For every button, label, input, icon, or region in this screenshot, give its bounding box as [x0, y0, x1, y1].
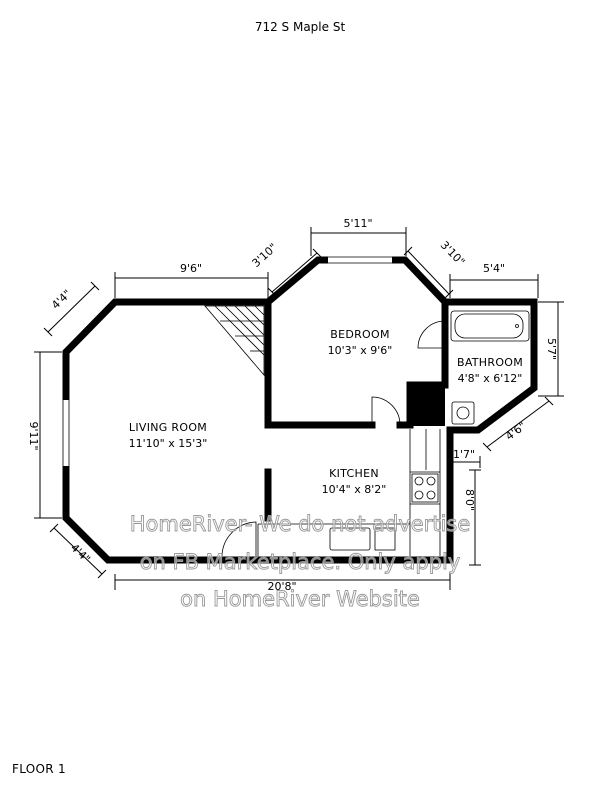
bedroom-name: BEDROOM [330, 328, 390, 341]
living-room-size: 11'10" x 15'3" [129, 437, 208, 450]
dimension-lines [34, 227, 564, 590]
kitchen-name: KITCHEN [329, 467, 379, 480]
dim-diag-left-top: 3'10" [249, 241, 279, 270]
bedroom-size: 10'3" x 9'6" [328, 344, 393, 357]
dim-bedroom-top: 5'11" [343, 217, 372, 230]
closet-block [410, 385, 445, 426]
dim-diag-right-top: 3'10" [438, 239, 468, 269]
bathroom-name: BATHROOM [457, 356, 523, 369]
living-room-wall [62, 298, 454, 564]
dim-bath-right: 5'7" [545, 338, 558, 360]
dimension-labels: 9'6" 3'10" 5'11" 3'10" 5'4" 5'7" 4'6" 1'… [27, 217, 558, 593]
dim-bottom: 20'8" [267, 580, 296, 593]
room-labels: BEDROOM 10'3" x 9'6" BATHROOM 4'8" x 6'1… [129, 328, 523, 496]
bathtub [450, 310, 530, 342]
dim-bath-top: 5'4" [483, 262, 505, 275]
bathroom-wall [441, 298, 538, 436]
watermark-line-2: on FB Marketplace. Only apply [140, 550, 461, 574]
bath-fixtures [451, 401, 475, 425]
doors [221, 320, 446, 557]
dim-left: 9'11" [27, 421, 40, 450]
watermark-line-1: HomeRiver- We do not advertise [130, 512, 471, 536]
dim-bath-diag: 4'6" [503, 419, 528, 443]
living-room-name: LIVING ROOM [129, 421, 207, 434]
dim-small-right: 1'7" [453, 448, 475, 461]
bedroom-window [328, 255, 392, 265]
watermark-line-3: on HomeRiver Website [180, 587, 420, 611]
dim-top-left: 9'6" [180, 262, 202, 275]
kitchen-size: 10'4" x 8'2" [322, 483, 387, 496]
dim-diag-upper-left: 4'4" [49, 287, 74, 312]
stairs [204, 305, 265, 377]
address-title: 712 S Maple St [254, 20, 346, 34]
kitchen-fixtures [257, 429, 441, 556]
bathroom-size: 4'8" x 6'12" [458, 372, 523, 385]
watermark: HomeRiver- We do not advertise on FB Mar… [129, 512, 471, 612]
living-window [61, 400, 71, 466]
floor-label: FLOOR 1 [12, 762, 66, 776]
dim-kitchen-right: 8'0" [463, 489, 476, 511]
